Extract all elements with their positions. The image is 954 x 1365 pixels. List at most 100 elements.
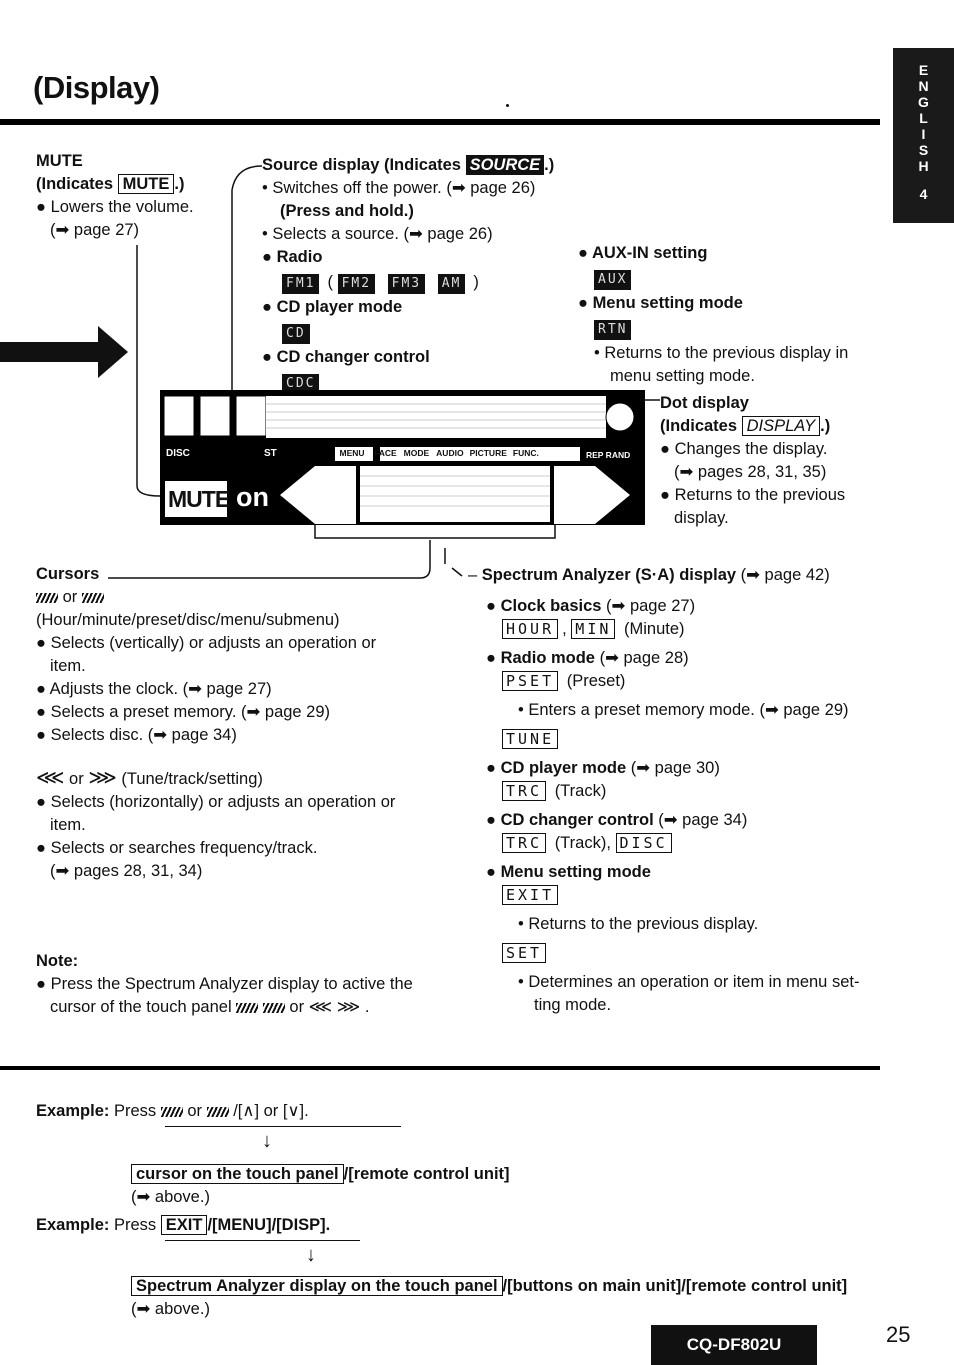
panel-spectrum-analyzer[interactable]	[360, 466, 550, 522]
h-bullet-cont: item.	[50, 816, 86, 834]
header-rule	[0, 119, 880, 125]
cursors-desc: (Hour/minute/preset/disc/menu/submenu)	[36, 611, 340, 629]
example-1: Example: Press or /[∧] or [∨].	[36, 1102, 309, 1120]
spectrum-title: – Spectrum Analyzer (S·A) display (➡ pag…	[468, 566, 830, 584]
h-bullet: ● Selects or searches frequency/track.	[36, 839, 318, 857]
menu-label: ● Menu setting mode	[578, 294, 743, 312]
note-line2: cursor of the touch panel or ⋘ ⋙ .	[50, 998, 370, 1016]
example-1-above: (➡ above.)	[131, 1188, 210, 1206]
down-cursor-icon	[81, 592, 104, 603]
right-cursor-icon: ⋙	[336, 998, 361, 1016]
tab-letter: H	[918, 158, 929, 174]
seg-pset: PSET	[502, 671, 559, 691]
menu-note-2: menu setting mode.	[610, 367, 755, 385]
cursor-arrows-vertical: or	[36, 586, 395, 609]
panel-up-cursor-icon[interactable]	[282, 468, 354, 522]
dot-bullet1-ref: (➡ pages 28, 31, 35)	[674, 463, 827, 481]
tab-letter: L	[919, 110, 928, 126]
right-cursor-icon: ⋙	[88, 767, 117, 789]
panel-menu-button[interactable]: MENU	[339, 448, 365, 458]
panel-func-button[interactable]: FUNC.	[512, 448, 539, 458]
changer-lcd-row: CDC	[262, 371, 554, 394]
clock-segs: HOUR, MIN (Minute)	[468, 618, 859, 641]
lcd-rtn: RTN	[594, 320, 632, 340]
note-title: Note:	[36, 952, 79, 970]
note-section: Note: ● Press the Spectrum Analyzer disp…	[36, 950, 413, 1019]
dot-display-indicates: (Indicates DISPLAY.)	[660, 416, 831, 436]
source-section: Source display (Indicates SOURCE.) • Swi…	[262, 154, 554, 396]
panel-audio-button[interactable]: AUDIO	[436, 448, 464, 458]
down-arrow-icon: ↓	[306, 1244, 316, 1266]
panel-mode-button[interactable]: MODE	[403, 448, 430, 458]
radio-mode: ● Radio mode (➡ page 28)	[486, 649, 689, 667]
spectrum-touch-panel-box: Spectrum Analyzer display on the touch p…	[131, 1276, 503, 1296]
mute-ref: (➡ page 27)	[50, 221, 140, 239]
seg-exit: EXIT	[502, 885, 559, 905]
exit-note: • Returns to the previous display.	[518, 915, 759, 933]
spectrum-section: – Spectrum Analyzer (S·A) display (➡ pag…	[468, 564, 859, 1017]
changer-row: TRC (Track), DISC	[468, 832, 859, 855]
panel-face-button[interactable]: FACE	[374, 448, 397, 458]
touch-panel: DISC ST MENU FACE MODE AUDIO PICTURE FUN…	[160, 390, 645, 525]
up-cursor-icon	[160, 1106, 183, 1117]
lcd-aux: AUX	[594, 270, 632, 290]
dot-display-title: Dot display	[660, 394, 749, 412]
h-bullet-cont: (➡ pages 28, 31, 34)	[50, 862, 203, 880]
pset-row: PSET (Preset)	[468, 670, 859, 693]
changer-label: ● CD changer control	[262, 348, 430, 366]
dot-display-section: Dot display (Indicates DISPLAY.) ● Chang…	[660, 392, 845, 530]
lcd-fm3: FM3	[387, 274, 426, 294]
left-cursor-icon: ⋘	[36, 767, 65, 789]
exit-box: EXIT	[160, 1215, 208, 1235]
radio-lcds: FM1( FM2 FM3 AM)	[262, 271, 554, 294]
panel-down-cursor-icon[interactable]	[556, 468, 628, 522]
cursors-bullet: ● Adjusts the clock. (➡ page 27)	[36, 680, 272, 698]
panel-st-label: ST	[264, 448, 277, 459]
cursors-bullet: ● Selects a preset memory. (➡ page 29)	[36, 703, 331, 721]
tab-letter: I	[921, 126, 926, 142]
lcd-cdc: CDC	[282, 374, 320, 394]
set-note-cont: ting mode.	[534, 996, 612, 1014]
cursor-arrows-horizontal: ⋘ or ⋙ (Tune/track/setting)	[36, 767, 263, 789]
panel-mute-button[interactable]: MUTE	[168, 486, 230, 512]
aux-section: ● AUX-IN setting AUX ● Menu setting mode…	[578, 242, 848, 388]
mute-title: MUTE	[36, 152, 83, 170]
mute-bullet: ● Lowers the volume.	[36, 198, 194, 216]
panel-disc-label: DISC	[166, 448, 190, 459]
down-arrow-icon: ↓	[262, 1130, 272, 1152]
down-cursor-icon	[262, 1002, 285, 1013]
panel-picture-button[interactable]: PICTURE	[469, 448, 507, 458]
model-badge: CQ-DF802U	[651, 1325, 817, 1365]
source-line1: • Switches off the power. (➡ page 26)	[262, 179, 536, 197]
source-indicator: SOURCE	[465, 155, 545, 175]
menu-note-1: • Returns to the previous display in	[594, 344, 849, 362]
menu-lcd-row: RTN	[578, 317, 848, 340]
example-1-result: cursor on the touch panel/[remote contro…	[131, 1163, 510, 1186]
pset-note: • Enters a preset memory mode. (➡ page 2…	[518, 701, 849, 719]
aux-label: ● AUX-IN setting	[578, 244, 708, 262]
panel-on-text: on	[236, 482, 269, 512]
cursors-bullet: ● Selects (vertically) or adjusts an ope…	[36, 634, 377, 652]
cd-mode: ● CD player mode (➡ page 30)	[486, 759, 720, 777]
panel-dot-display[interactable]	[266, 396, 606, 438]
seg-min: MIN	[571, 619, 616, 639]
tab-letter: N	[918, 78, 929, 94]
cd-label: ● CD player mode	[262, 298, 403, 316]
cursors-bullet: ● Selects disc. (➡ page 34)	[36, 726, 237, 744]
up-cursor-icon	[236, 1002, 259, 1013]
trc-row: TRC (Track)	[468, 780, 859, 803]
mute-indicator: MUTE	[117, 174, 175, 194]
cursors-section: Cursors or (Hour/minute/preset/disc/menu…	[36, 563, 395, 883]
lcd-am: AM	[437, 274, 466, 294]
h-bullet: ● Selects (horizontally) or adjusts an o…	[36, 793, 396, 811]
left-cursor-icon: ⋘	[308, 998, 333, 1016]
tune-row: TUNE	[468, 728, 859, 751]
aux-lcd-row: AUX	[578, 267, 848, 290]
dot-bullet2: ● Returns to the previous	[660, 486, 846, 504]
radio-label: ● Radio	[262, 248, 323, 266]
tab-letter: S	[918, 142, 929, 158]
panel-menu-buttons[interactable]: MENU FACE MODE AUDIO PICTURE FUNC.	[335, 448, 541, 458]
mute-section: MUTE (Indicates MUTE.) ● Lowers the volu…	[36, 150, 194, 242]
seg-trc-2: TRC	[502, 833, 547, 853]
mute-indicates: (Indicates MUTE.)	[36, 174, 185, 194]
